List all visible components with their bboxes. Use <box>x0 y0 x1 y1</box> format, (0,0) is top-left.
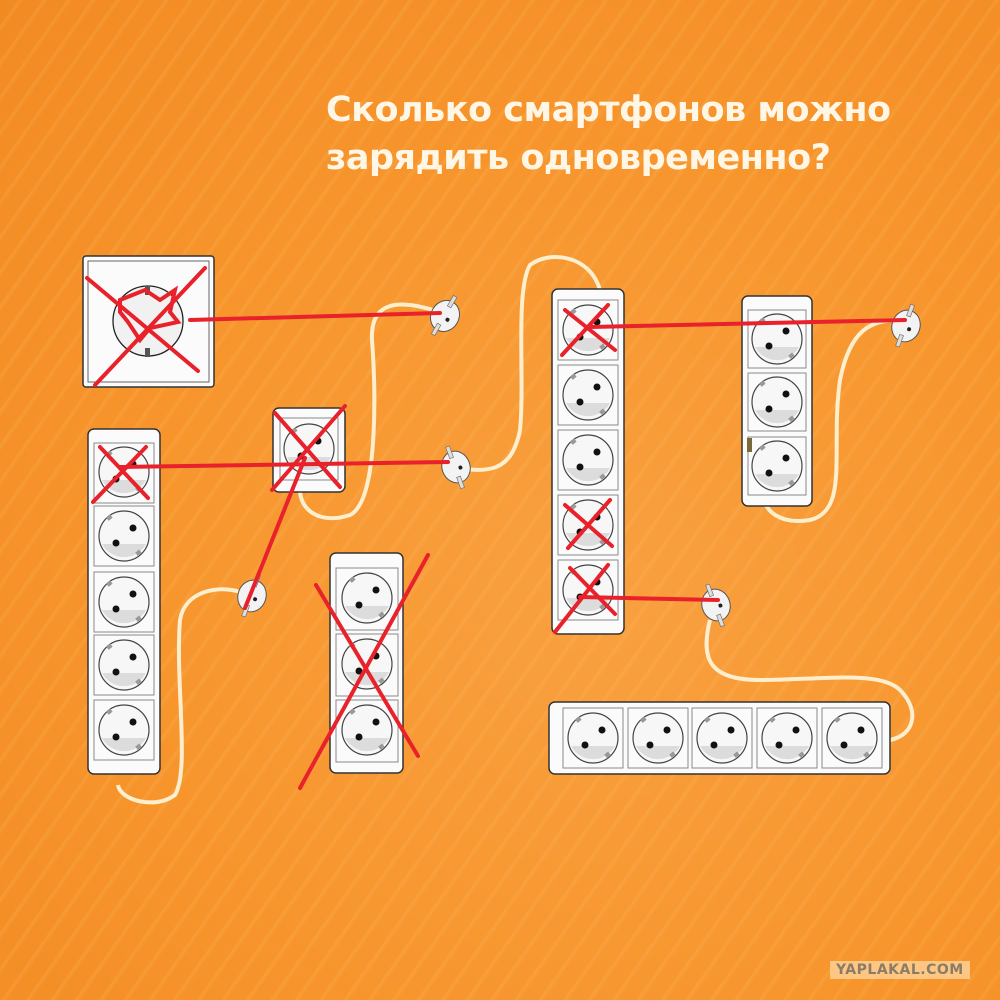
puzzle-question-title: Сколько смартфонов можно зарядить одновр… <box>326 86 891 182</box>
title-line-1: Сколько смартфонов можно <box>326 90 891 130</box>
power-strip-bottom-horizontal-5 <box>548 701 891 775</box>
power-strip-center-5 <box>551 288 625 635</box>
title-line-2: зарядить одновременно? <box>326 138 831 178</box>
power-strip-right-3-with-switch <box>741 295 813 507</box>
power-cords <box>116 255 915 805</box>
wall-socket <box>82 255 215 388</box>
watermark: YAPLAKAL.COM <box>830 961 970 979</box>
red-cross-marks <box>85 266 907 790</box>
power-strip-left-5 <box>87 428 161 775</box>
